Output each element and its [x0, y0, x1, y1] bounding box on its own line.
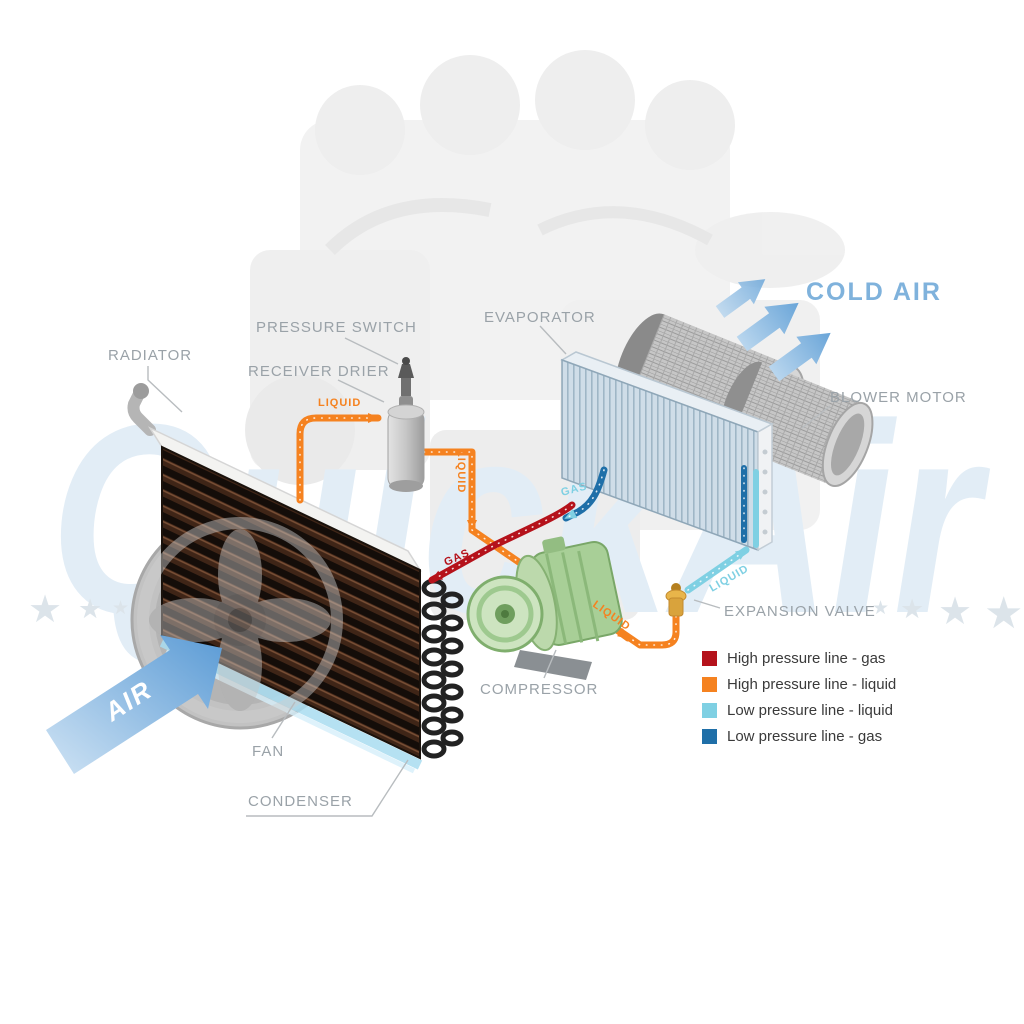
evaporator-graphic — [560, 351, 774, 552]
star-icon: ★ — [938, 591, 972, 633]
legend-item: Low pressure line - liquid — [702, 702, 896, 719]
label-receiver-drier: RECEIVER DRIER — [248, 363, 390, 380]
receiver-drier-graphic — [387, 357, 425, 492]
legend-label: Low pressure line - liquid — [727, 702, 893, 719]
legend-swatch-high-liquid — [702, 677, 717, 692]
star-icon: ★ — [28, 589, 62, 631]
compressor-graphic — [466, 536, 623, 680]
expansion-valve-graphic — [665, 583, 687, 617]
leader-lines — [147, 325, 831, 817]
label-expansion-valve: EXPANSION VALVE — [724, 603, 876, 620]
label-fan: FAN — [252, 743, 284, 760]
cold-air-label: COLD AIR — [806, 278, 942, 306]
legend: High pressure line - gas High pressure l… — [702, 650, 896, 745]
star-icon: ★ — [112, 598, 129, 619]
legend-swatch-high-gas — [702, 651, 717, 666]
legend-label: High pressure line - gas — [727, 650, 886, 667]
flow-label-liquid-2: LIQUID — [455, 450, 467, 493]
legend-swatch-low-liquid — [702, 703, 717, 718]
flow-label-liquid-1: LIQUID — [318, 397, 361, 409]
condenser-graphic — [127, 383, 464, 774]
component-labels: RADIATOR PRESSURE SWITCH RECEIVER DRIER … — [108, 309, 967, 810]
fan-front-overlay — [137, 517, 343, 723]
label-pressure-switch: PRESSURE SWITCH — [256, 319, 417, 336]
legend-label: Low pressure line - gas — [727, 728, 883, 745]
star-icon: ★ — [872, 598, 889, 619]
star-icon: ★ — [984, 589, 1023, 638]
legend-item: High pressure line - gas — [702, 650, 896, 667]
pressure-switch-graphic — [398, 357, 414, 396]
legend-item: High pressure line - liquid — [702, 676, 896, 693]
legend-label: High pressure line - liquid — [727, 676, 897, 693]
star-icon: ★ — [900, 594, 924, 624]
label-radiator: RADIATOR — [108, 347, 192, 364]
label-evaporator: EVAPORATOR — [484, 309, 596, 326]
label-blower-motor: BLOWER MOTOR — [830, 389, 967, 406]
label-compressor: COMPRESSOR — [480, 681, 598, 698]
star-icon: ★ — [78, 594, 102, 624]
legend-item: Low pressure line - gas — [702, 728, 896, 745]
cold-air-arrows — [715, 279, 831, 382]
label-condenser: CONDENSER — [248, 793, 353, 810]
legend-swatch-low-gas — [702, 729, 717, 744]
